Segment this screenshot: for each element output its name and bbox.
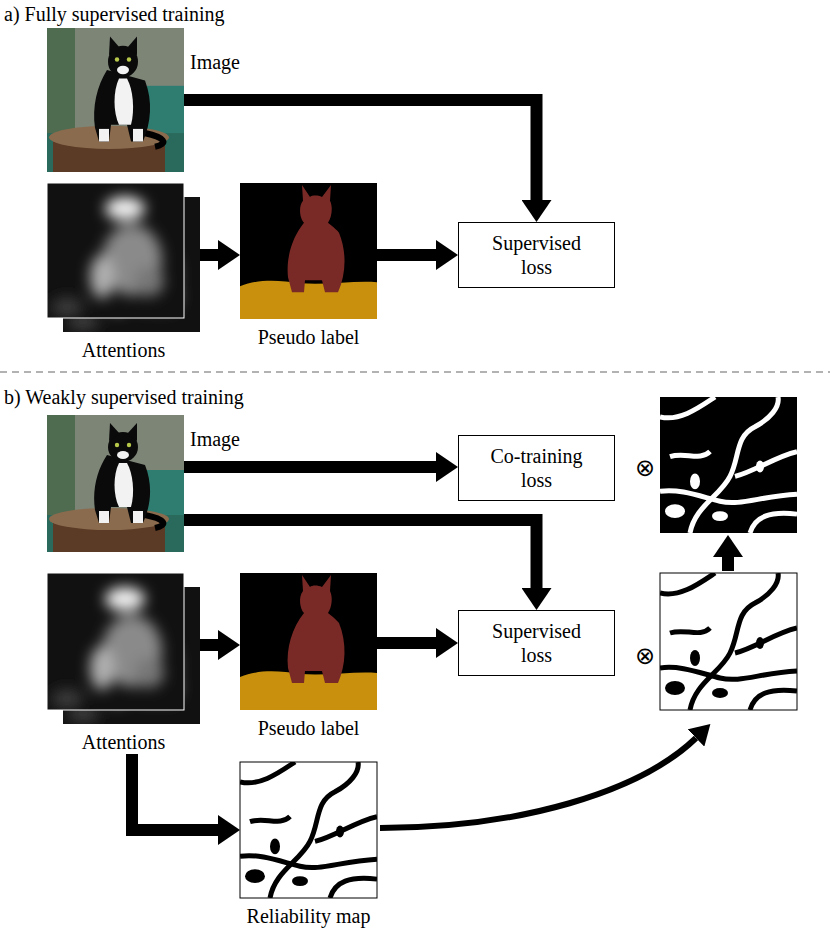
section-heading: a) Fully supervised training [4, 2, 225, 26]
reliability-arrow [380, 738, 696, 828]
reliability-map: Reliability map [240, 762, 377, 928]
loss-label: Co-training loss [481, 444, 592, 492]
flow-arrow [200, 639, 218, 651]
pseudo-label-map: Pseudo label [240, 183, 377, 349]
section-divider [0, 371, 830, 373]
flow-arrow [132, 754, 218, 830]
image-caption: Pseudo label [240, 716, 377, 740]
multiply-symbol: ⊗ [635, 644, 655, 668]
pseudo-label-map: Pseudo label [240, 573, 377, 740]
reliability-mask [240, 762, 377, 898]
reliability-mask-copy [660, 573, 797, 710]
image-caption: Pseudo label [240, 325, 377, 349]
attention-edge [47, 183, 184, 318]
loss-box: Co-training loss [458, 435, 615, 501]
invert-arrow [722, 557, 734, 571]
image-caption: Attentions [47, 730, 200, 754]
cat-photo [47, 28, 184, 172]
flow-arrow [184, 100, 537, 200]
loss-label: Supervised loss [481, 619, 592, 667]
attention-maps: Attentions [47, 183, 200, 362]
image-caption: Image [190, 50, 240, 74]
image-caption: Image [190, 427, 240, 451]
mask-ground [660, 573, 797, 710]
reliability-ground [240, 762, 377, 898]
multiply-symbol: ⊗ [635, 456, 655, 480]
flow-arrow [184, 461, 436, 473]
inverted-mask-ground [660, 397, 797, 533]
image-caption: Attentions [47, 338, 200, 362]
pseudo-label-image [240, 573, 377, 710]
attention-edge [47, 573, 184, 710]
loss-label: Supervised loss [481, 231, 592, 279]
image-caption: Reliability map [240, 904, 377, 928]
loss-box: Supervised loss [458, 222, 615, 288]
flow-arrow [377, 637, 436, 649]
flow-arrow [200, 249, 218, 261]
input-image: Image [47, 28, 184, 172]
pseudo-label-image [240, 183, 377, 319]
inverted-reliability-mask [660, 397, 797, 533]
input-image: Image [47, 415, 184, 552]
flow-arrow [184, 520, 537, 588]
section-heading: b) Weakly supervised training [4, 385, 244, 409]
flow-arrow [377, 249, 436, 261]
cat-photo [47, 415, 184, 552]
attention-map [47, 573, 184, 710]
attention-map [47, 183, 184, 318]
attention-maps: Attentions [47, 573, 200, 754]
loss-box: Supervised loss [458, 610, 615, 676]
